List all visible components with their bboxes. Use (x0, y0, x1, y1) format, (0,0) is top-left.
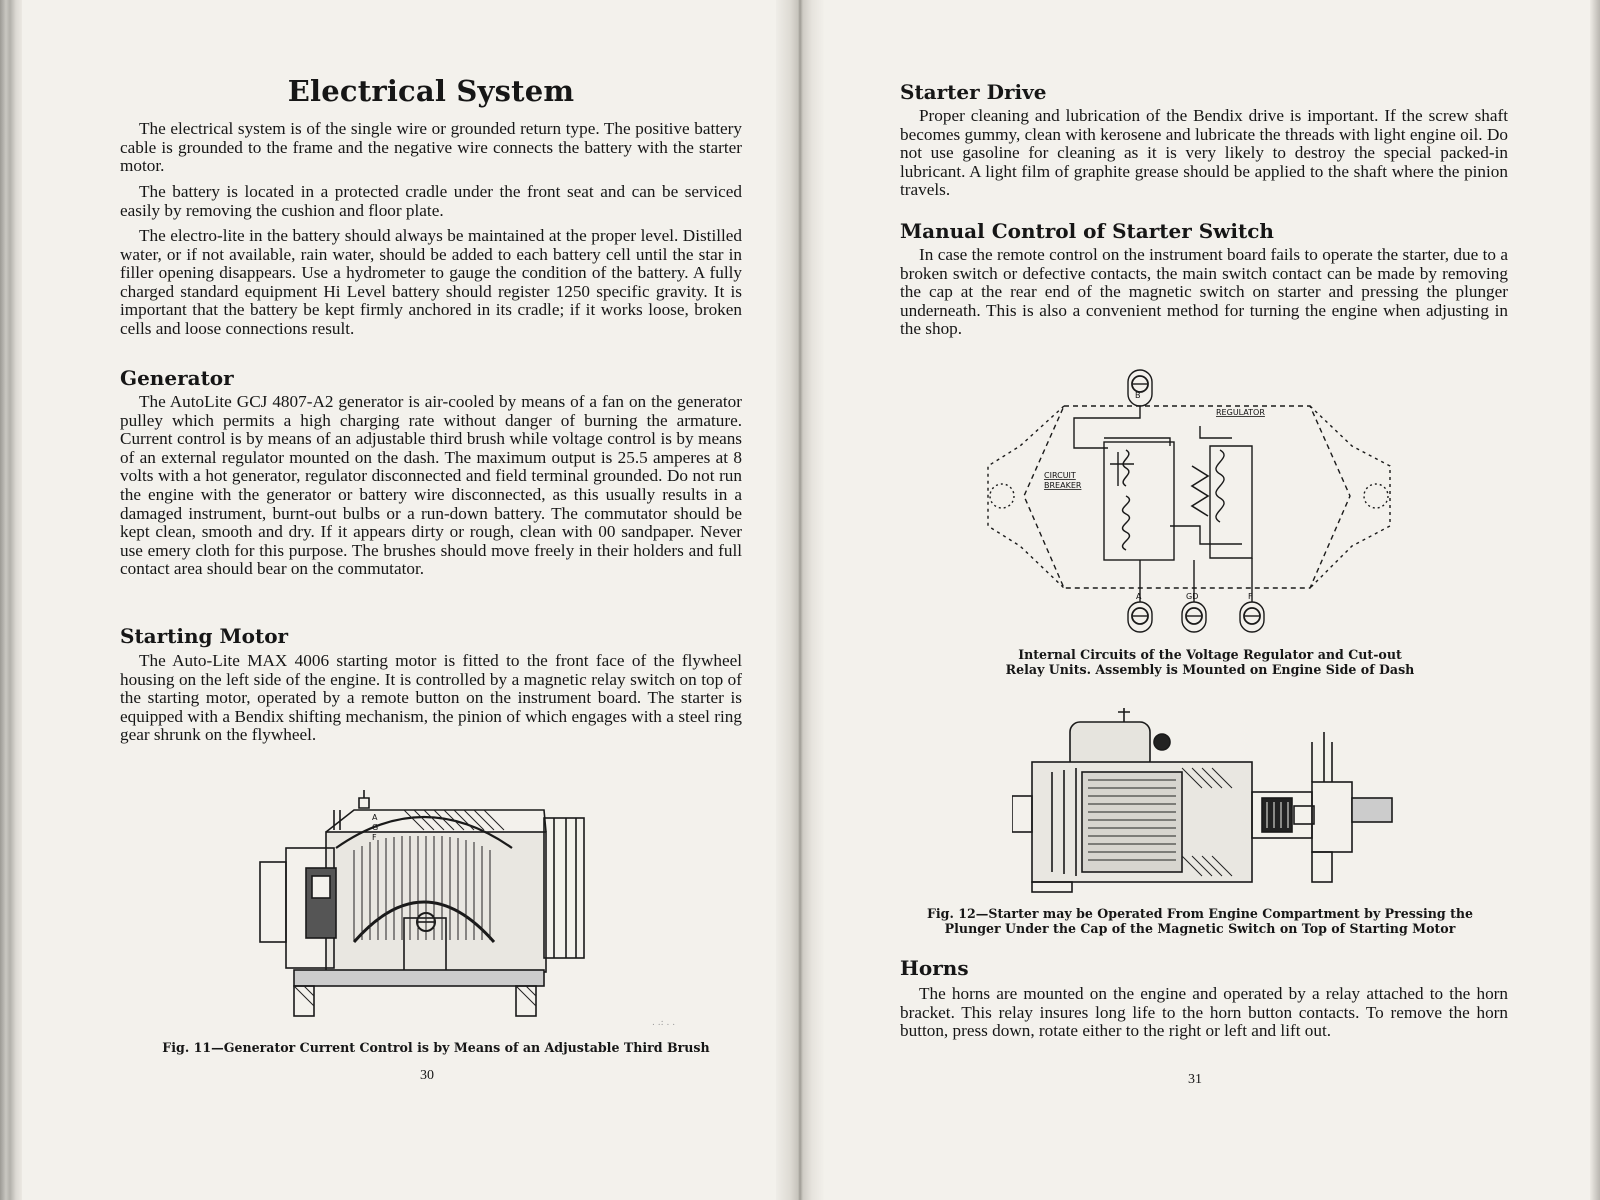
paragraph-starter-drive: Proper cleaning and lubrication of the B… (900, 106, 1508, 200)
heading-manual-control: Manual Control of Starter Switch (900, 219, 1274, 243)
starter-motor-cutaway-figure (1012, 708, 1393, 893)
heading-starter-drive: Starter Drive (900, 80, 1047, 104)
page-title: Electrical System (287, 74, 575, 108)
page-number-right: 31 (1188, 1072, 1202, 1087)
breaker-label: BREAKER (1044, 481, 1082, 490)
paragraph-electrical-intro: The electrical system is of the single w… (120, 119, 742, 176)
heading-starting-motor: Starting Motor (120, 624, 289, 648)
speck-marks: . .: . . (652, 1018, 676, 1028)
fig12-caption-line-2: Plunger Under the Cap of the Magnetic Sw… (944, 921, 1456, 936)
paragraph-manual-control: In case the remote control on the instru… (900, 245, 1508, 339)
terminal-a-label: A (1136, 592, 1142, 601)
terminal-gd-label: GD (1186, 592, 1198, 601)
right-page: Starter Drive Proper cleaning and lubric… (900, 0, 1508, 1200)
paragraph-horns: The horns are mounted on the engine and … (900, 984, 1508, 1041)
heading-generator: Generator (120, 366, 234, 390)
generator-cutaway-figure: A G F (259, 790, 585, 1017)
paragraph-electrolyte: The electro-lite in the battery should a… (120, 226, 742, 338)
right-page-edge (1590, 0, 1600, 1200)
fig11-label-f: F (372, 833, 377, 842)
left-page: Electrical System The electrical system … (120, 0, 742, 1200)
circuit-label: CIRCUIT (1044, 471, 1076, 480)
fig11-caption: Fig. 11—Generator Current Control is by … (162, 1040, 710, 1055)
fig12-caption-line-1: Fig. 12—Starter may be Operated From Eng… (926, 906, 1474, 921)
terminal-f-label: F (1248, 592, 1253, 601)
center-gutter (776, 0, 824, 1200)
regulator-caption-line-1: Internal Circuits of the Voltage Regulat… (1018, 647, 1402, 662)
fig11-label-g: G (372, 823, 378, 832)
paragraph-generator: The AutoLite GCJ 4807-A2 generator is ai… (120, 392, 742, 579)
regulator-caption-line-2: Relay Units. Assembly is Mounted on Engi… (1005, 662, 1415, 677)
regulator-label: REGULATOR (1216, 408, 1265, 417)
paragraph-starting-motor: The Auto-Lite MAX 4006 starting motor is… (120, 651, 742, 745)
fig11-label-a: A (372, 813, 378, 822)
heading-horns: Horns (900, 956, 969, 980)
terminal-b-label: B (1135, 391, 1141, 400)
regulator-circuit-diagram: B REGULATOR CIRCUIT BREAKER A GD F (987, 369, 1391, 633)
left-binding-edge (0, 0, 22, 1200)
paragraph-battery-location: The battery is located in a protected cr… (120, 182, 742, 220)
page-number-left: 30 (420, 1068, 434, 1083)
